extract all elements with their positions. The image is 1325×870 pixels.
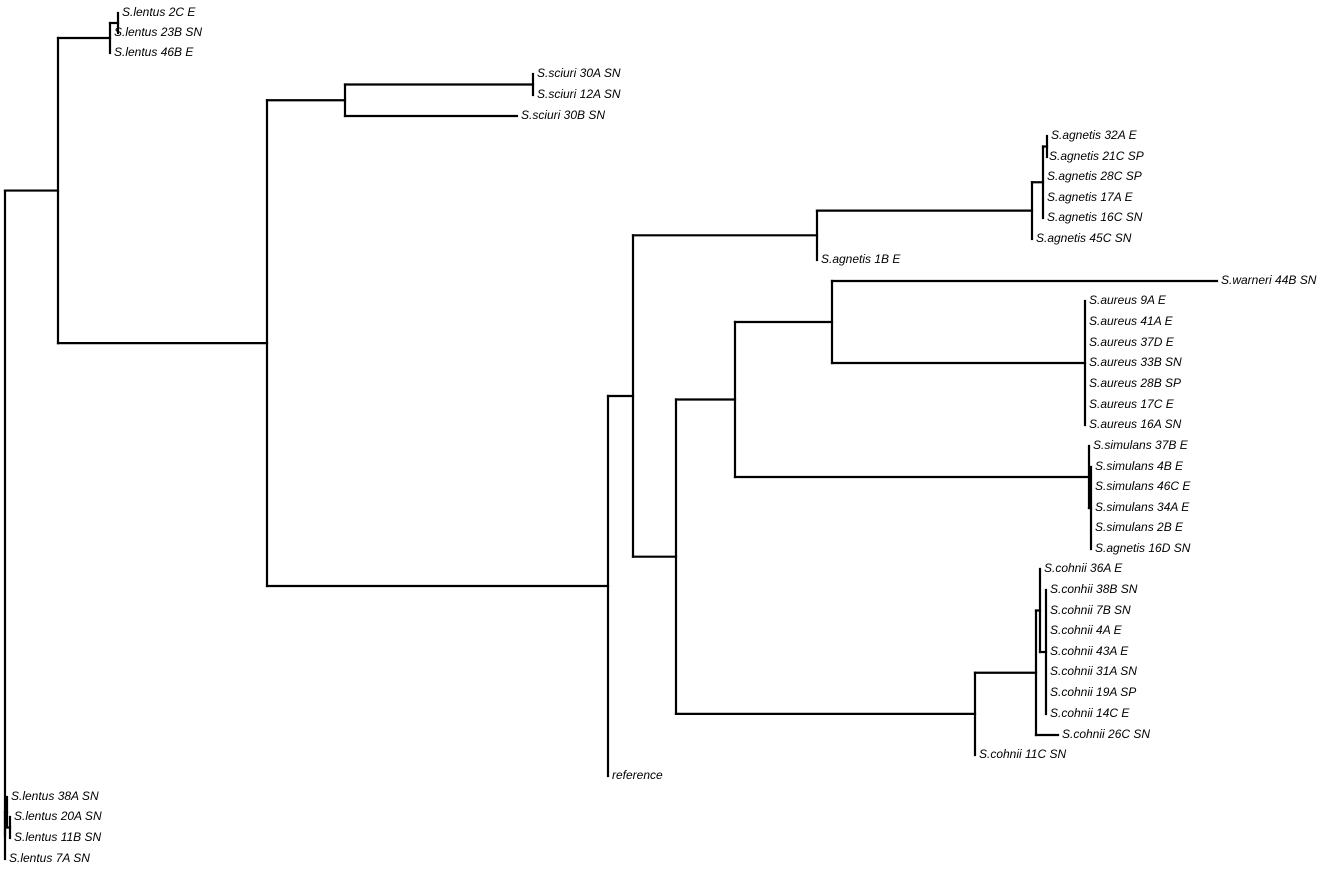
leaf-label-s-lentus-11b-sn: S.lentus 11B SN	[14, 830, 101, 844]
leaf-label-s-simulans-4b-e: S.simulans 4B E	[1095, 459, 1184, 473]
leaf-label-s-sciuri-30a-sn: S.sciuri 30A SN	[537, 66, 621, 80]
leaf-label-s-cohnii-43a-e: S.cohnii 43A E	[1050, 644, 1129, 658]
leaf-label-s-simulans-34a-e: S.simulans 34A E	[1095, 500, 1190, 514]
leaf-label-s-lentus-7a-sn: S.lentus 7A SN	[9, 851, 90, 865]
leaf-label-s-aureus-9a-e: S.aureus 9A E	[1089, 293, 1167, 307]
leaf-label-s-agnetis-45c-sn: S.agnetis 45C SN	[1036, 231, 1132, 245]
leaf-label-s-cohnii-11c-sn: S.cohnii 11C SN	[979, 747, 1066, 761]
tree-branches	[3, 11, 1219, 861]
leaf-label-s-agnetis-1b-e: S.agnetis 1B E	[821, 252, 901, 266]
leaf-label-s-agnetis-17a-e: S.agnetis 17A E	[1047, 190, 1134, 204]
leaf-label-s-aureus-41a-e: S.aureus 41A E	[1089, 314, 1174, 328]
leaf-label-s-cohnii-19a-sp: S.cohnii 19A SP	[1050, 685, 1136, 699]
leaf-label-s-aureus-28b-sp: S.aureus 28B SP	[1089, 376, 1181, 390]
leaf-label-s-agnetis-21c-sp: S.agnetis 21C SP	[1049, 149, 1144, 163]
leaf-label-s-cohnii-26c-sn: S.cohnii 26C SN	[1062, 727, 1150, 741]
leaf-label-s-sciuri-12a-sn: S.sciuri 12A SN	[537, 87, 621, 101]
leaf-label-s-aureus-16a-sn: S.aureus 16A SN	[1089, 417, 1182, 431]
leaf-label-s-cohnii-4a-e: S.cohnii 4A E	[1050, 623, 1123, 637]
leaf-label-s-aureus-17c-e: S.aureus 17C E	[1089, 397, 1175, 411]
leaf-labels: S.lentus 2C E S.lentus 23B SN S.lentus 4…	[9, 5, 1317, 865]
leaf-label-s-simulans-46c-e: S.simulans 46C E	[1095, 479, 1191, 493]
leaf-label-s-cohnii-36a-e: S.cohnii 36A E	[1044, 561, 1123, 575]
leaf-label-reference: reference	[612, 768, 663, 782]
leaf-label-s-agnetis-16c-sn: S.agnetis 16C SN	[1047, 210, 1143, 224]
leaf-label-s-agnetis-32a-e: S.agnetis 32A E	[1051, 128, 1138, 142]
leaf-label-s-aureus-33b-sn: S.aureus 33B SN	[1089, 355, 1182, 369]
leaf-label-s-lentus-20a-sn: S.lentus 20A SN	[14, 809, 102, 823]
leaf-label-s-cohnii-31a-sn: S.cohnii 31A SN	[1050, 664, 1137, 678]
leaf-label-s-lentus-46b-e: S.lentus 46B E	[114, 45, 194, 59]
leaf-label-s-simulans-37b-e: S.simulans 37B E	[1093, 438, 1189, 452]
leaf-label-s-agnetis-28c-sp: S.agnetis 28C SP	[1047, 169, 1142, 183]
leaf-label-s-warneri-44b-sn: S.warneri 44B SN	[1221, 273, 1317, 287]
leaf-label-s-cohnii-7b-sn: S.cohnii 7B SN	[1050, 603, 1131, 617]
leaf-label-s-lentus-2c-e: S.lentus 2C E	[122, 5, 196, 19]
leaf-label-s-agnetis-16d-sn: S.agnetis 16D SN	[1095, 541, 1191, 555]
leaf-label-s-lentus-38a-sn: S.lentus 38A SN	[11, 789, 99, 803]
leaf-label-s-aureus-37d-e: S.aureus 37D E	[1089, 335, 1175, 349]
leaf-label-s-sciuri-30b-sn: S.sciuri 30B SN	[521, 108, 605, 122]
leaf-label-s-conhii-38b-sn: S.conhii 38B SN	[1050, 582, 1138, 596]
leaf-label-s-simulans-2b-e: S.simulans 2B E	[1095, 520, 1184, 534]
leaf-label-s-cohnii-14c-e: S.cohnii 14C E	[1050, 706, 1130, 720]
leaf-label-s-lentus-23b-sn: S.lentus 23B SN	[114, 25, 202, 39]
